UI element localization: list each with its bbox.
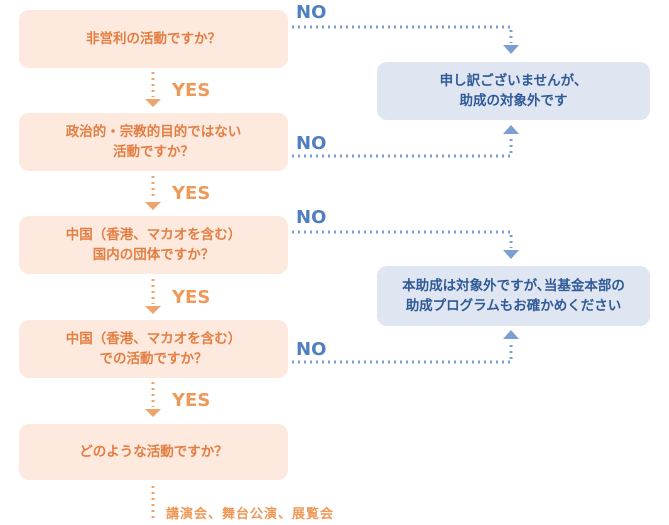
no-label: NO <box>296 133 327 154</box>
question-box-activity-type: どのような活動ですか？ <box>19 424 288 480</box>
question-box-nonprofit: 非営利の活動ですか？ <box>19 10 288 68</box>
result-box-check-headquarters: 本助成は対象外ですが､当基金本部の 助成プログラムもお確かめください <box>377 266 650 326</box>
no-label: NO <box>296 207 327 228</box>
down-arrow-icon <box>145 409 161 417</box>
yes-label: YES <box>172 80 211 101</box>
no-connector-1 <box>292 25 519 54</box>
question-box-non-political: 政治的・宗教的目的ではない 活動ですか？ <box>19 113 288 171</box>
yes-connector-2 <box>145 176 161 210</box>
activity-types-text: 講演会、舞台公演、展覧会 <box>166 507 335 522</box>
yes-connector-4 <box>145 382 161 417</box>
question-box-china-activity: 中国（香港、マカオを含む） での活動ですか？ <box>19 320 288 378</box>
question-box-china-organization: 中国（香港、マカオを含む） 国内の団体ですか？ <box>19 216 288 274</box>
yes-label: YES <box>172 287 211 308</box>
up-arrow-icon <box>503 330 519 339</box>
yes-connector-3 <box>145 279 161 314</box>
yes-label: YES <box>172 390 211 411</box>
no-connector-4 <box>292 330 519 364</box>
yes-connector-1 <box>145 72 161 107</box>
down-arrow-icon <box>145 99 161 107</box>
down-arrow-icon <box>145 306 161 314</box>
no-connector-2 <box>292 125 519 158</box>
yes-label: YES <box>172 183 211 204</box>
up-arrow-icon <box>503 125 519 134</box>
no-connector-3 <box>292 230 519 259</box>
down-arrow-icon <box>145 202 161 210</box>
no-label: NO <box>296 2 327 23</box>
down-arrow-icon <box>503 45 519 54</box>
down-arrow-icon <box>503 250 519 259</box>
no-label: NO <box>296 339 327 360</box>
result-box-not-eligible: 申し訳ございませんが、 助成の対象外です <box>377 62 650 120</box>
